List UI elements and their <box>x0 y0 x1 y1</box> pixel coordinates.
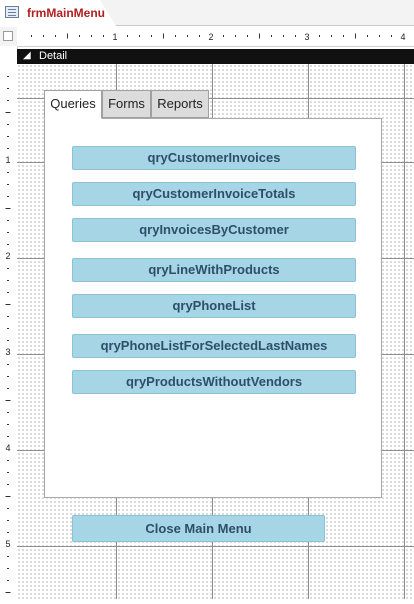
ruler-label: 1 <box>112 32 117 42</box>
ruler-label: 2 <box>5 251 10 261</box>
ruler-tick <box>127 35 128 37</box>
ruler-tick <box>67 33 68 39</box>
document-tab-frmMainMenu[interactable]: frmMainMenu <box>0 0 116 26</box>
ruler-label: 1 <box>5 155 10 165</box>
form-icon <box>5 6 19 18</box>
ruler-tick <box>5 304 11 305</box>
ruler-tick <box>7 220 9 221</box>
ruler-tick <box>7 316 9 317</box>
vertical-ruler-ticks: 1 2 3 4 5 <box>5 76 11 593</box>
ruler-label: 5 <box>5 539 10 549</box>
ruler-tick <box>7 184 9 185</box>
ruler-tick <box>7 520 9 521</box>
ruler-tick <box>7 88 9 89</box>
ruler-tick <box>7 460 9 461</box>
ruler-tick <box>5 496 11 497</box>
ruler-tick <box>7 280 9 281</box>
ruler-tick <box>43 35 44 37</box>
document-tab-label: frmMainMenu <box>27 6 105 20</box>
ruler-tick <box>223 35 224 37</box>
ruler-tick <box>247 35 248 37</box>
ruler-tick <box>7 364 9 365</box>
ruler-tick <box>31 35 32 37</box>
ruler-label: 4 <box>5 443 10 453</box>
ruler-tick <box>7 412 9 413</box>
ruler-tick <box>7 376 9 377</box>
qry-line-with-products-button[interactable]: qryLineWithProducts <box>72 258 356 282</box>
ruler-tick <box>7 292 9 293</box>
ruler-tick <box>271 35 272 37</box>
ruler-tick <box>7 580 9 581</box>
tab-queries[interactable]: Queries <box>44 90 102 119</box>
qry-products-without-vendors-button[interactable]: qryProductsWithoutVendors <box>72 370 356 394</box>
ruler-tick <box>295 35 296 37</box>
ruler-tick <box>343 35 344 37</box>
tab-forms[interactable]: Forms <box>102 90 151 118</box>
ruler-tick <box>5 112 11 113</box>
qry-phone-list-button[interactable]: qryPhoneList <box>72 294 356 318</box>
tab-reports[interactable]: Reports <box>151 90 209 118</box>
ruler-tick <box>7 232 9 233</box>
ruler-tick <box>7 508 9 509</box>
ruler-label: 4 <box>400 32 405 42</box>
ruler-tick <box>79 35 80 37</box>
ruler-tick <box>91 35 92 37</box>
ruler-tick <box>151 35 152 37</box>
ruler-label: 3 <box>5 347 10 357</box>
ruler-tick <box>7 100 9 101</box>
ruler-tick <box>7 340 9 341</box>
ruler-tick <box>331 35 332 37</box>
ruler-tick <box>7 76 9 77</box>
ruler-tick <box>319 35 320 37</box>
ruler-label: 2 <box>208 32 213 42</box>
ruler-tick <box>139 35 140 37</box>
vertical-ruler: 1 2 3 4 5 <box>0 46 18 599</box>
ruler-tick <box>7 556 9 557</box>
ruler-tick <box>235 35 236 37</box>
qry-customer-invoice-totals-button[interactable]: qryCustomerInvoiceTotals <box>72 182 356 206</box>
ruler-tick <box>7 472 9 473</box>
ruler-tick <box>367 35 368 37</box>
ruler-tick <box>355 33 356 39</box>
ruler-tick <box>7 136 9 137</box>
ruler-tick <box>7 424 9 425</box>
ruler-tick <box>7 484 9 485</box>
ruler-tick <box>103 35 104 37</box>
ruler-tick <box>7 568 9 569</box>
qry-phone-list-for-selected-last-names-button[interactable]: qryPhoneListForSelectedLastNames <box>72 334 356 358</box>
ruler-tick <box>163 33 164 39</box>
ruler-tick <box>7 244 9 245</box>
ruler-tick <box>7 532 9 533</box>
ruler-tick <box>7 388 9 389</box>
ruler-tick <box>5 400 11 401</box>
ruler-tick <box>199 35 200 37</box>
ruler-tick <box>5 592 11 593</box>
close-main-menu-button[interactable]: Close Main Menu <box>72 515 325 542</box>
form-selector-box[interactable] <box>0 27 18 46</box>
section-label: Detail <box>39 50 68 62</box>
horizontal-ruler-ticks: 1 2 3 4 <box>31 32 406 42</box>
section-arrow-icon: ◢ <box>23 50 31 61</box>
horizontal-ruler: 1 2 3 4 <box>17 27 414 47</box>
document-tab-strip: frmMainMenu <box>0 0 414 26</box>
ruler-tick <box>7 268 9 269</box>
ruler-tick <box>7 172 9 173</box>
ruler-tick <box>187 35 188 37</box>
ruler-tick <box>283 35 284 37</box>
ruler-tick <box>5 208 11 209</box>
ruler-tick <box>259 33 260 39</box>
ruler-tick <box>7 436 9 437</box>
qry-customer-invoices-button[interactable]: qryCustomerInvoices <box>72 146 356 170</box>
ruler-tick <box>7 328 9 329</box>
ruler-tick <box>7 148 9 149</box>
ruler-tick <box>7 196 9 197</box>
detail-section-bar[interactable]: ◢ Detail <box>17 49 414 64</box>
qry-invoices-by-customer-button[interactable]: qryInvoicesByCustomer <box>72 218 356 242</box>
ruler-tick <box>55 35 56 37</box>
ruler-tick <box>175 35 176 37</box>
ruler-tick <box>391 35 392 37</box>
ruler-tick <box>7 124 9 125</box>
ruler-label: 3 <box>304 32 309 42</box>
ruler-tick <box>379 35 380 37</box>
